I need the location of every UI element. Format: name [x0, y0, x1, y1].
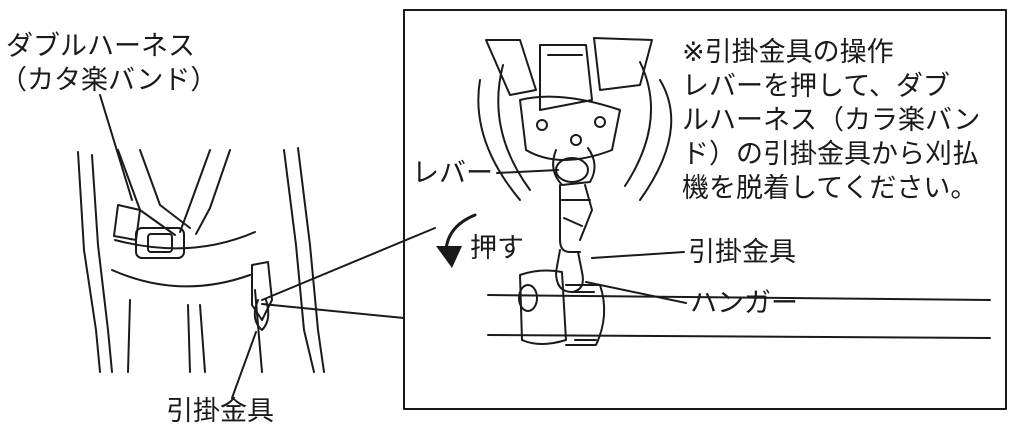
hanger-leader	[585, 281, 687, 304]
note-line-5: 機を脱着してください。	[682, 173, 978, 204]
harness-sublabel: （カタ楽バンド）	[0, 65, 218, 96]
note-line-2: レバーを押して、ダブ	[682, 71, 950, 102]
callout-line-top	[261, 227, 436, 301]
hook-detail-leader	[591, 251, 685, 259]
push-arrowhead	[436, 246, 462, 268]
harness-label: ダブルハーネス	[6, 31, 195, 62]
lever-label: レバー	[412, 158, 493, 189]
hook-label: 引掛金具	[166, 396, 274, 427]
push-label: 押す	[470, 233, 524, 264]
hook-detail-label: 引掛金具	[688, 237, 796, 268]
note-line-3: ルハーネス（カラ楽バン	[682, 105, 981, 136]
instruction-note: ※引掛金具の操作 レバーを押して、ダブ ルハーネス（カラ楽バン ド）の引掛金具か…	[682, 36, 980, 206]
hook-leader	[231, 331, 257, 399]
lever-leader	[496, 169, 559, 174]
hanger-label: ハンガー	[690, 288, 798, 319]
detail-frame	[403, 9, 1007, 410]
callout-line-bottom	[261, 303, 405, 319]
person-figure	[77, 147, 325, 373]
note-line-4: ド）の引掛金具から刈払	[682, 139, 979, 170]
note-line-1: ※引掛金具の操作	[682, 37, 894, 68]
harness-leader	[99, 94, 133, 201]
